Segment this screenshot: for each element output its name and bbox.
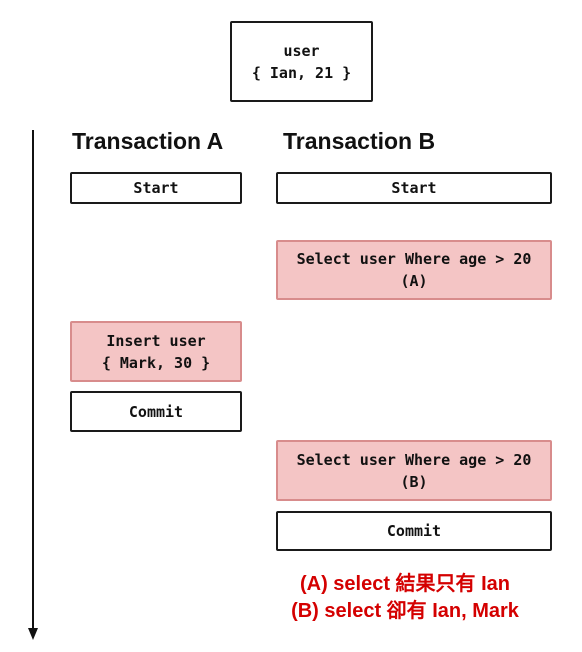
transaction-a-commit-label: Commit [128,402,184,421]
transaction-a-insert-line2: { Mark, 30 } [101,353,211,372]
transaction-b-start-label: Start [391,179,437,197]
user-record-value: { Ian, 21 } [251,63,352,82]
transaction-b-select-b-box: Select user Where age > 20 (B) [276,440,552,501]
timeline-arrow [28,130,38,640]
note-select-b-result: (B) select 卻有 Ian, Mark [291,600,519,622]
transaction-a-insert-line1: Insert user [106,331,206,350]
transaction-a-commit-box: Commit [70,391,242,432]
transaction-a-header: Transaction A [72,128,224,154]
transaction-b-select-b-line2: (B) [400,472,428,491]
transaction-b-select-a-box: Select user Where age > 20 (A) [276,240,552,300]
transaction-b-start-box: Start [276,172,552,204]
note-select-a-result: (A) select 結果只有 Ian [299,573,511,595]
user-record-box: user { Ian, 21 } [230,21,373,102]
transaction-b-select-a-line1: Select user Where age > 20 [296,250,532,268]
transaction-b-select-a-line2: (A) [400,272,428,290]
transaction-a-start-label: Start [133,179,179,197]
transaction-a-insert-box: Insert user { Mark, 30 } [70,321,242,382]
transaction-b-commit-box: Commit [276,511,552,551]
user-record-title: user [283,41,320,60]
transaction-b-header: Transaction B [283,128,436,154]
transaction-b-select-b-line1: Select user Where age > 20 [296,450,532,469]
transaction-a-start-box: Start [70,172,242,204]
transaction-b-commit-label: Commit [386,522,442,540]
